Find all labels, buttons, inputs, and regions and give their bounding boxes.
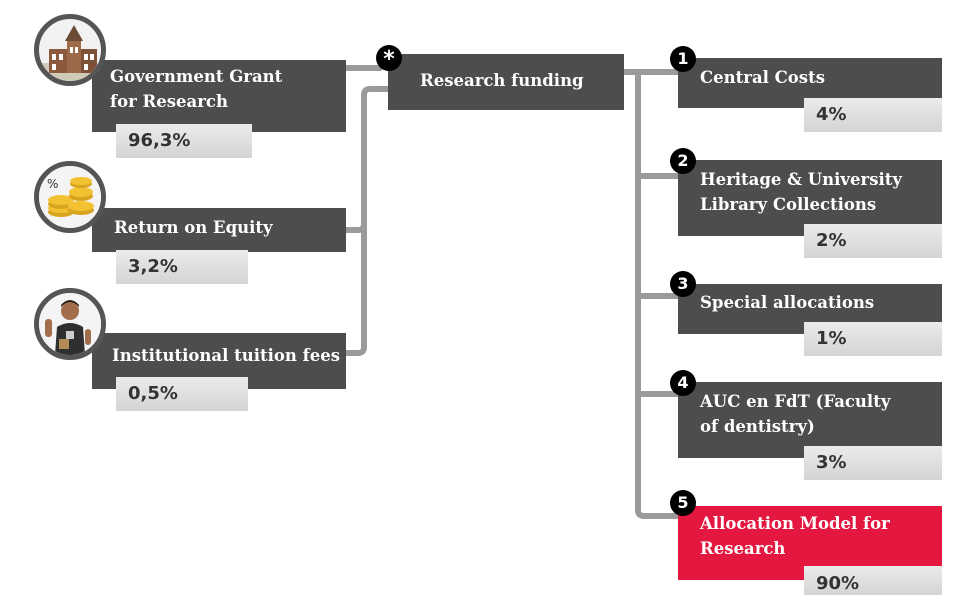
allocation-label-line1: Central Costs bbox=[700, 68, 825, 87]
source-label-line1: Institutional tuition fees bbox=[112, 346, 341, 365]
source-label-line1: Government Grant bbox=[110, 67, 283, 86]
allocation-percent: 90% bbox=[804, 566, 942, 595]
allocation-number-5: 5 bbox=[670, 490, 696, 516]
allocation-percent: 2% bbox=[804, 224, 942, 258]
allocation-label-line2: Library Collections bbox=[700, 195, 877, 214]
source-percent: 0,5% bbox=[116, 377, 248, 411]
source-return-on-equity-box: Return on Equity bbox=[92, 208, 346, 252]
hub-label: Research funding bbox=[420, 71, 584, 90]
allocation-label-line1: Allocation Model for bbox=[700, 514, 890, 533]
allocation-number-1: 1 bbox=[670, 46, 696, 72]
allocation-label-line1: AUC en FdT (Faculty bbox=[700, 392, 891, 411]
source-label-line2: for Research bbox=[110, 92, 228, 111]
source-percent: 3,2% bbox=[116, 250, 248, 284]
allocation-number-4: 4 bbox=[670, 370, 696, 396]
svg-text:%: % bbox=[47, 177, 58, 191]
source-label-line1: Return on Equity bbox=[114, 218, 273, 237]
coins-icon: % bbox=[34, 161, 106, 233]
allocation-label-line2: Research bbox=[700, 539, 786, 558]
source-government-grant-box: Government Grant for Research bbox=[92, 60, 346, 132]
asterisk-marker: * bbox=[376, 45, 402, 72]
allocation-label-line1: Heritage & University bbox=[700, 170, 902, 189]
allocation-percent: 3% bbox=[804, 446, 942, 480]
allocation-box-4: AUC en FdT (Faculty of dentistry) bbox=[678, 382, 942, 458]
allocation-box-2: Heritage & University Library Collection… bbox=[678, 160, 942, 236]
allocation-label-line1: Special allocations bbox=[700, 293, 875, 312]
allocation-percent: 4% bbox=[804, 98, 942, 132]
university-building-icon bbox=[34, 14, 106, 86]
source-percent: 96,3% bbox=[116, 124, 252, 158]
allocation-label-line2: of dentistry) bbox=[700, 417, 815, 436]
allocation-number-2: 2 bbox=[670, 148, 696, 174]
student-icon bbox=[34, 288, 106, 360]
hub-research-funding-box: Research funding bbox=[388, 54, 624, 110]
allocation-number-3: 3 bbox=[670, 271, 696, 297]
allocation-percent: 1% bbox=[804, 322, 942, 356]
